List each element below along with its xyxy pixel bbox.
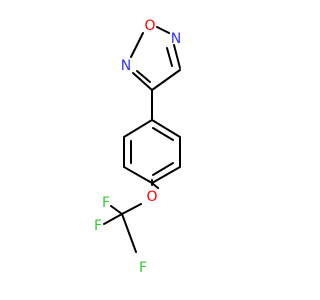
atom-oxygen-ether: O [146,189,157,205]
atom-nitrogen-right: N [171,31,181,47]
atom-fluorine-left: F [94,218,102,234]
bond-n-right-c [173,44,181,69]
bond-c-n-left-double [136,70,151,83]
bond-c-c-ring [151,69,181,91]
benzene-bond-6 [123,119,153,138]
atom-oxygen-ring: O [144,18,155,34]
benzene-double-2 [152,162,174,176]
benzene-bond-1 [151,119,181,138]
structure-diagram: O N N O F F F [94,18,181,276]
benzene-bond-3 [151,166,181,184]
bond-c-f-bottom [121,213,137,253]
atom-fluorine-bottom: F [139,260,147,276]
bond-c-f-left [103,213,123,225]
benzene-ring [123,119,181,184]
atom-fluorine-top: F [102,195,110,211]
bond-n-right-c-double [166,47,173,67]
benzene-bond-4 [123,166,153,184]
atom-nitrogen-left: N [121,58,131,74]
benzene-double-1 [152,127,174,141]
bond-n-left-o [130,32,144,58]
oxadiazole-ring [130,26,181,91]
bond-c-o-ether [151,182,159,189]
bond-c-f-top [110,205,123,215]
bond-o-n-right [156,26,170,34]
bond-c-n-left [132,72,153,91]
molecule-canvas: O N N O F F F [93,18,182,276]
bond-o-cf3 [121,203,142,215]
